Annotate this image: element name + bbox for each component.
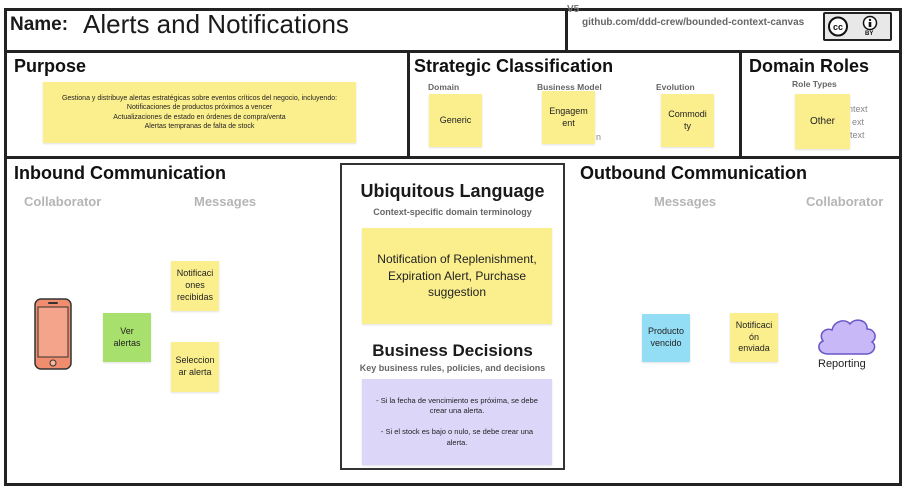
- mobile-phone-icon: [34, 298, 72, 375]
- role-types-label: Role Types: [792, 79, 837, 89]
- license-text: BY: [865, 31, 874, 37]
- purpose-title: Purpose: [14, 56, 87, 76]
- repo-link[interactable]: github.com/ddd-crew/bounded-context-canv…: [582, 17, 805, 28]
- business-model-note[interactable]: Engagem ent: [542, 91, 595, 144]
- outbound-collaborator-name: Reporting: [818, 358, 866, 370]
- inbound-message-note[interactable]: Notificaci ones recibidas: [171, 261, 219, 311]
- name-label: Name:: [10, 14, 69, 35]
- domain-label: Domain: [428, 82, 460, 92]
- svg-text:cc: cc: [833, 22, 843, 32]
- outbound-message-note[interactable]: Notificaci ón enviada: [730, 313, 778, 362]
- business-model-label: Business Model: [537, 82, 602, 92]
- inbound-message-note[interactable]: Seleccion ar alerta: [171, 342, 219, 392]
- ubiquitous-language-note[interactable]: Notification of Replenishment, Expiratio…: [362, 228, 552, 324]
- business-decisions-subtitle: Key business rules, policies, and decisi…: [359, 363, 546, 373]
- cc-by-icon: cc: [828, 15, 878, 37]
- role-ghost-text: ext: [852, 117, 865, 127]
- strategic-classification-title: Strategic Classification: [414, 56, 614, 76]
- divider: [565, 11, 568, 51]
- divider: [7, 50, 899, 53]
- outbound-communication-title: Outbound Communication: [580, 163, 807, 183]
- inbound-messages-label: Messages: [194, 194, 257, 209]
- outbound-event-note[interactable]: Producto vencido: [642, 314, 690, 362]
- inbound-communication-title: Inbound Communication: [14, 163, 226, 183]
- ubiquitous-language-subtitle: Context-specific domain terminology: [373, 207, 532, 217]
- inbound-command-note[interactable]: Ver alertas: [103, 313, 151, 362]
- context-name: Alerts and Notifications: [83, 9, 349, 39]
- role-ghost-text: text: [850, 130, 865, 140]
- ubiquitous-language-panel: Ubiquitous Language Context-specific dom…: [340, 163, 565, 470]
- domain-roles-title: Domain Roles: [749, 56, 870, 76]
- mobile-phone-icon: [34, 298, 72, 370]
- version-label: V5: [567, 4, 580, 15]
- cloud-icon: [814, 314, 880, 363]
- business-decisions-note[interactable]: - Si la fecha de vencimiento es próxima,…: [362, 379, 552, 465]
- cc-by-icon: cc BY: [823, 12, 892, 41]
- role-ghost-text: ntext: [848, 104, 868, 114]
- domain-note[interactable]: Generic: [429, 94, 482, 147]
- evolution-note[interactable]: Commodi ty: [661, 94, 714, 147]
- divider: [7, 156, 899, 159]
- divider: [739, 51, 742, 157]
- outbound-collaborator-label: Collaborator: [806, 194, 884, 209]
- outbound-messages-label: Messages: [654, 194, 717, 209]
- cloud-icon: [818, 319, 876, 355]
- business-decisions-title: Business Decisions: [372, 341, 533, 360]
- divider: [407, 51, 410, 157]
- inbound-collaborator-label: Collaborator: [24, 194, 102, 209]
- ubiquitous-language-title: Ubiquitous Language: [360, 181, 545, 201]
- purpose-note[interactable]: Gestiona y distribuye alertas estratégic…: [43, 82, 356, 143]
- evolution-label: Evolution: [656, 82, 695, 92]
- business-model-ghost-text: n: [596, 132, 602, 142]
- domain-role-note[interactable]: Other: [795, 94, 850, 149]
